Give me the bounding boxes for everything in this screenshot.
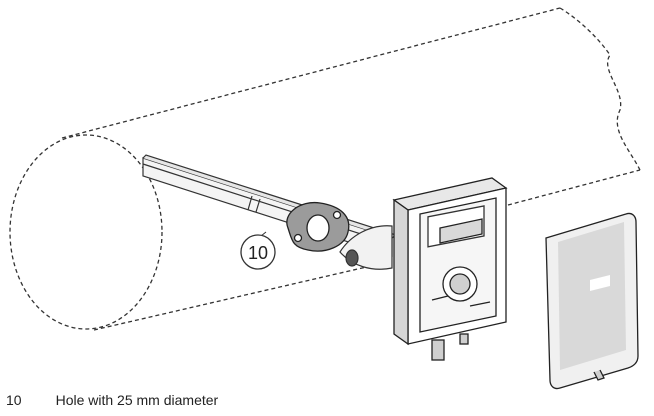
duct-entry-cone [339,225,393,270]
callout-number: 10 [248,243,268,263]
callout-10: 10 [240,231,276,270]
housing-cover [545,212,639,390]
legend-text: Hole with 25 mm diameter [55,392,219,408]
transmitter-housing [392,177,508,361]
mounting-flange [286,201,350,252]
legend-item-10: 10 Hole with 25 mm diameter [6,392,218,408]
legend-number: 10 [6,392,22,408]
air-duct-outline [9,7,641,331]
